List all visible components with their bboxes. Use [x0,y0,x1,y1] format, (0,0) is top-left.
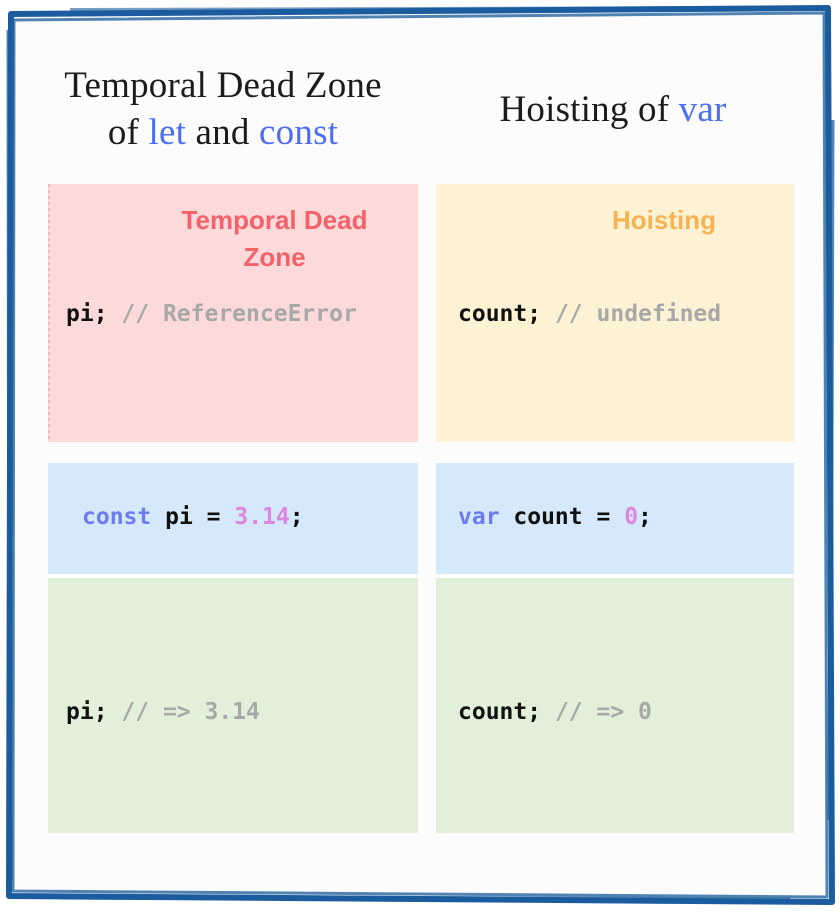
code-const-declaration: const pi = 3.14; [82,504,304,530]
code-tdz-comment [108,301,122,327]
code-const-keyword: const [82,504,152,530]
panel-hoisting: Hoisting count; // undefined [436,184,794,442]
code-var-value: 0 [624,504,639,530]
title-right: Hoisting of var [420,86,806,133]
panel-pi-output: pi; // => 3.14 [48,578,418,833]
code-const-semicolon: ; [289,504,304,530]
title-left-keyword-const: const [259,112,339,154]
code-hoisting-undefined: count; // undefined [458,301,721,327]
panel-label-hoisting: Hoisting [612,205,716,235]
title-left-keyword-let: let [148,112,187,154]
panel-grid: Temporal Dead Zone pi; // ReferenceError… [16,16,824,896]
code-count-output: count; // => 0 [458,699,652,725]
panel-temporal-dead-zone: Temporal Dead Zone pi; // ReferenceError [48,184,418,442]
code-var-semicolon: ; [638,504,652,530]
panel-count-output: count; // => 0 [436,578,794,833]
title-left: Temporal Dead Zone of let and const [30,62,416,157]
code-hoisting-space [541,301,555,327]
panel-label-tdz: Temporal Dead Zone [181,205,368,272]
title-left-prefix: of [107,112,149,154]
code-pi-output: pi; // => 3.14 [66,699,260,725]
code-tdz-reference-error: pi; // ReferenceError [66,301,357,327]
code-tdz-comment-text: // ReferenceError [121,301,357,327]
code-hoisting-comment-text: // undefined [554,301,722,327]
code-pi-identifier: pi; [66,699,108,725]
code-count-identifier: count; [458,699,542,725]
code-tdz-identifier: pi; [66,301,108,327]
code-pi-comment-text: // => 3.14 [121,699,260,725]
title-left-conjunction: and [186,112,260,154]
code-hoisting-identifier: count; [458,301,542,327]
panel-var-declaration: var count = 0; [436,463,794,574]
titles-row: Temporal Dead Zone of let and const Hois… [16,16,824,176]
title-left-line1: Temporal Dead Zone [64,65,382,106]
code-var-declaration: var count = 0; [458,504,652,530]
code-const-identifier: pi [151,504,207,530]
code-pi-space [108,699,122,725]
code-const-value: 3.14 [234,504,290,530]
code-const-equals: = [206,504,235,530]
title-right-prefix: Hoisting of [499,89,679,130]
code-count-comment-text: // => 0 [554,699,652,725]
title-right-keyword-var: var [678,89,727,130]
code-var-identifier: count [499,504,597,530]
panel-const-declaration: const pi = 3.14; [48,463,418,574]
code-var-equals: = [596,504,625,530]
code-var-keyword: var [458,504,500,530]
code-count-space [541,699,555,725]
